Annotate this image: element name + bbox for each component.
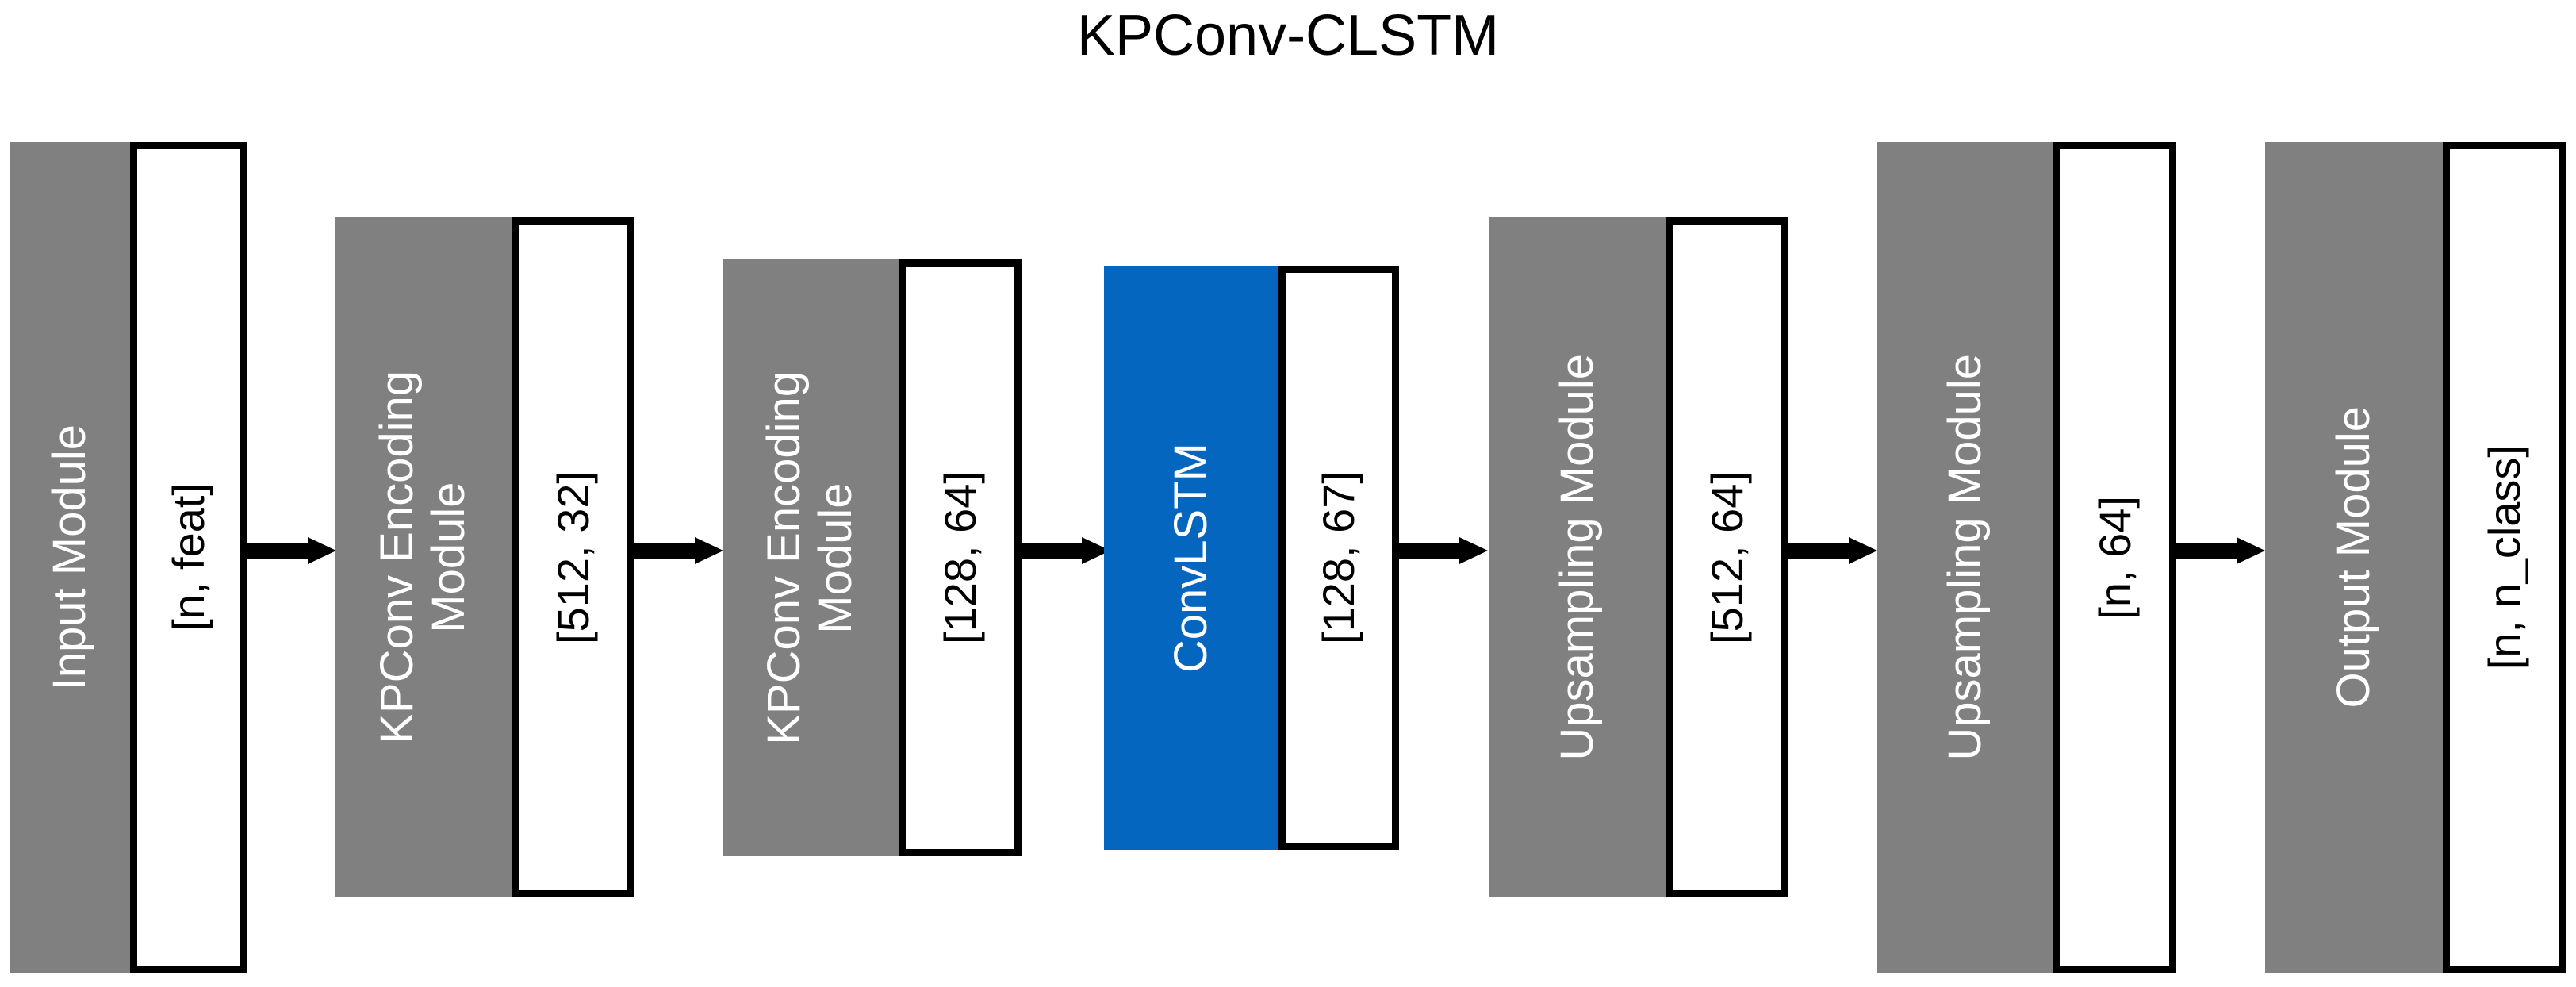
shape-label-kpconv-encoding-module-2: [128, 64] — [934, 471, 985, 644]
arrow-right-icon-1 — [247, 537, 336, 564]
shape-box-convlstm-module[interactable]: [128, 67] — [1278, 266, 1399, 850]
module-label-kpconv-encoding-module-2: KPConv Encoding Module — [758, 371, 861, 745]
stage-input-module[interactable]: Input Module [n, feat] — [10, 142, 247, 973]
arrow-right-icon-4 — [1399, 537, 1488, 564]
stage-output-module[interactable]: Output Module [n, n_class] — [2265, 142, 2566, 973]
shape-label-upsampling-module-2: [n, 64] — [2089, 495, 2140, 620]
shape-label-input-module: [n, feat] — [163, 483, 213, 632]
arrow-right-icon-2 — [634, 537, 723, 564]
module-panel-output-module[interactable]: Output Module — [2265, 142, 2443, 973]
shape-box-kpconv-encoding-module-1[interactable]: [512, 32] — [512, 217, 634, 897]
module-panel-convlstm-module[interactable]: ConvLSTM — [1104, 266, 1278, 850]
module-label-upsampling-module-2: Upsampling Module — [1938, 354, 1991, 761]
stage-convlstm-module[interactable]: ConvLSTM [128, 67] — [1104, 266, 1399, 850]
stage-upsampling-module-1[interactable]: Upsampling Module [512, 64] — [1489, 217, 1788, 897]
arrow-right-icon-6 — [2176, 537, 2265, 564]
module-label-kpconv-encoding-module-1: KPConv Encoding Module — [371, 371, 474, 744]
stage-kpconv-encoding-module-2[interactable]: KPConv Encoding Module [128, 64] — [723, 259, 1022, 856]
page-title: KPConv-CLSTM — [1076, 4, 1500, 67]
stage-kpconv-encoding-module-1[interactable]: KPConv Encoding Module [512, 32] — [335, 217, 634, 897]
module-label-output-module: Output Module — [2327, 406, 2379, 709]
shape-label-convlstm-module: [128, 67] — [1313, 471, 1363, 644]
shape-box-kpconv-encoding-module-2[interactable]: [128, 64] — [899, 259, 1022, 856]
stage-upsampling-module-2[interactable]: Upsampling Module [n, 64] — [1877, 142, 2176, 973]
shape-label-upsampling-module-1: [512, 64] — [1701, 470, 1752, 644]
shape-box-input-module[interactable]: [n, feat] — [130, 142, 247, 973]
shape-box-upsampling-module-1[interactable]: [512, 64] — [1666, 217, 1788, 897]
shape-box-upsampling-module-2[interactable]: [n, 64] — [2053, 142, 2176, 973]
module-panel-input-module[interactable]: Input Module — [10, 142, 130, 973]
arrow-right-icon-3 — [1022, 537, 1110, 564]
module-label-upsampling-module-1: Upsampling Module — [1551, 354, 1603, 761]
module-panel-upsampling-module-2[interactable]: Upsampling Module — [1877, 142, 2053, 973]
module-panel-kpconv-encoding-module-1[interactable]: KPConv Encoding Module — [335, 217, 512, 897]
module-panel-kpconv-encoding-module-2[interactable]: KPConv Encoding Module — [723, 259, 899, 856]
arrow-right-icon-5 — [1788, 537, 1877, 564]
shape-box-output-module[interactable]: [n, n_class] — [2443, 142, 2566, 973]
shape-label-kpconv-encoding-module-1: [512, 32] — [547, 470, 598, 644]
module-panel-upsampling-module-1[interactable]: Upsampling Module — [1489, 217, 1666, 897]
module-label-convlstm-module: ConvLSTM — [1164, 442, 1217, 674]
shape-label-output-module: [n, n_class] — [2479, 444, 2529, 670]
module-label-input-module: Input Module — [43, 424, 95, 691]
